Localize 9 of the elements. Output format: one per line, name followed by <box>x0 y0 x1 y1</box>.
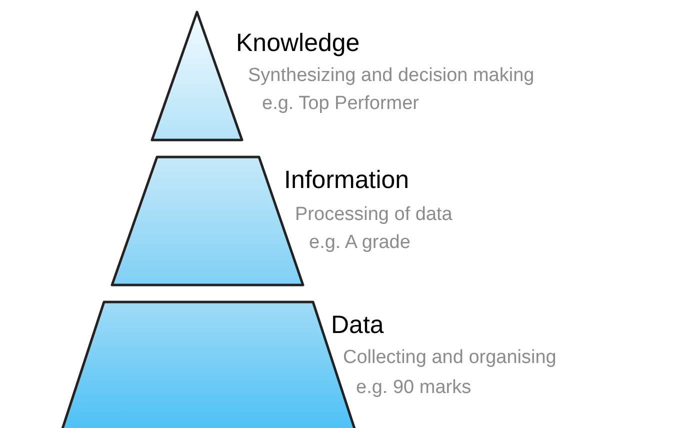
tier-description: Synthesizing and decision making <box>248 66 534 87</box>
tier-description: Processing of data <box>295 205 452 226</box>
tier-heading: Data <box>331 312 384 340</box>
example-text: e.g. A grade <box>309 233 410 254</box>
tier-heading: Information <box>284 167 410 194</box>
example-text: e.g. Top Performer <box>262 94 420 115</box>
tier-heading: Knowledge <box>236 30 360 58</box>
example-text: e.g. 90 marks <box>356 378 472 399</box>
tier-description: Collecting and organising <box>343 348 556 369</box>
